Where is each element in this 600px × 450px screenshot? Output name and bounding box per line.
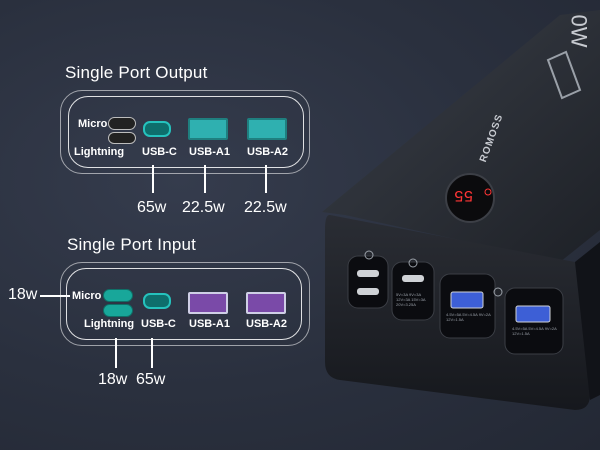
- output-lightning-label: Lightning: [74, 146, 125, 158]
- output-heading: Single Port Output: [65, 63, 208, 82]
- device-port-micro: [357, 270, 379, 277]
- device-port-usba1: [450, 291, 484, 309]
- input-micro-connector: [40, 295, 70, 297]
- input-usbc-value: 65w: [136, 371, 166, 388]
- input-micro-value: 18w: [8, 286, 38, 303]
- output-panel-outer: [60, 90, 310, 174]
- port-2-charge-icon: [408, 258, 418, 268]
- input-panel-inner: [66, 268, 302, 340]
- device-display-value: 55: [454, 186, 474, 204]
- output-usbc-value: 65w: [137, 199, 167, 216]
- output-usba2-connector: [265, 165, 267, 193]
- output-lightning-port: [108, 132, 136, 144]
- output-usba2-port: [247, 118, 287, 140]
- output-usbc-connector: [152, 165, 154, 193]
- output-micro-port: [108, 117, 136, 130]
- output-usbc-port: [143, 121, 171, 137]
- input-usbc-port: [143, 293, 171, 309]
- output-usba1-value: 22.5w: [182, 199, 225, 216]
- input-heading: Single Port Input: [67, 235, 197, 254]
- input-lightning-connector: [115, 338, 117, 368]
- device-display: [445, 173, 495, 223]
- output-micro-label: Micro: [78, 118, 108, 130]
- output-usba1-port: [188, 118, 228, 140]
- input-micro-label: Micro: [72, 290, 102, 302]
- input-lightning-label: Lightning: [84, 318, 135, 330]
- input-usba1-label: USB-A1: [189, 318, 230, 330]
- output-usbc-label: USB-C: [142, 146, 177, 158]
- port-3-charge-icon: [493, 287, 503, 297]
- device-port-group-2: [391, 261, 435, 321]
- device-port-usba2: [515, 305, 551, 323]
- port-1-charge-icon: [364, 250, 374, 260]
- input-usba1-port: [188, 292, 228, 314]
- device-top-face: [322, 10, 600, 262]
- output-usba1-label: USB-A1: [189, 146, 230, 158]
- input-micro-port: [103, 289, 133, 302]
- output-panel-inner: [68, 96, 304, 168]
- device-spec-a2: 4.5V=5A 5V=4.5A 9V=2A 12V=1.5A: [512, 326, 557, 336]
- device-port-usbc: [402, 275, 424, 282]
- input-usba2-label: USB-A2: [246, 318, 287, 330]
- input-panel-outer: [60, 262, 310, 346]
- input-lightning-value: 18w: [98, 371, 128, 388]
- output-usba2-label: USB-A2: [247, 146, 288, 158]
- output-usba2-value: 22.5w: [244, 199, 287, 216]
- output-usba1-connector: [204, 165, 206, 193]
- input-usbc-connector: [151, 338, 153, 368]
- device-spec-a1: 4.5V=5A 5V=4.5A 9V=2A 12V=1.5A: [446, 312, 491, 322]
- device-side-text: 0W: [566, 14, 592, 48]
- device-port-lightning: [357, 288, 379, 295]
- input-usba2-port: [246, 292, 286, 314]
- input-lightning-port: [103, 304, 133, 317]
- input-usbc-label: USB-C: [141, 318, 176, 330]
- device-port-group-1: [347, 255, 389, 309]
- device-spec-c1: 5V=3A 9V=3A 12V=3A 15V=3A 20V=3.25A: [396, 292, 426, 307]
- display-ring-icon: [484, 188, 492, 196]
- device-side-face: [575, 242, 600, 400]
- top-symbol-icon: [546, 50, 582, 100]
